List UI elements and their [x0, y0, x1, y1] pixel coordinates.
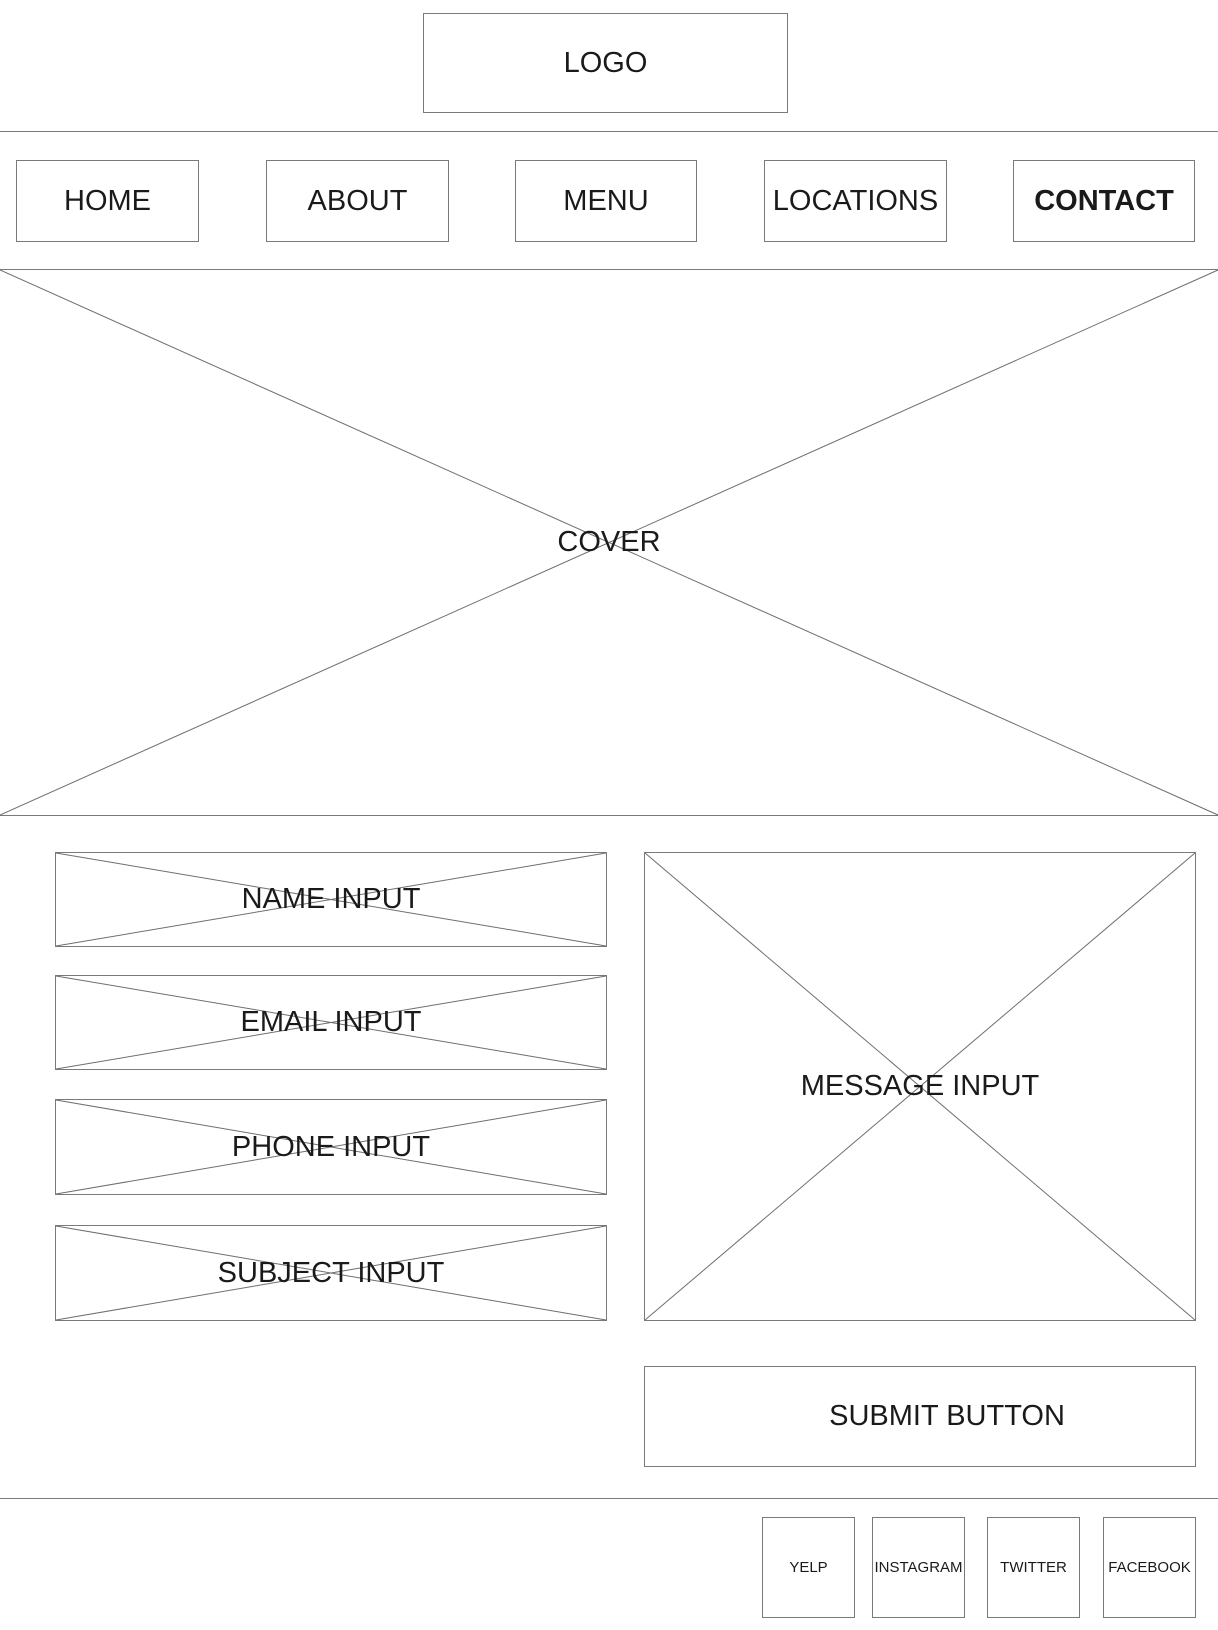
nav-item-label: ABOUT: [307, 184, 408, 217]
placeholder-cross-icon: [0, 270, 1218, 815]
social-link-facebook[interactable]: FACEBOOK: [1103, 1517, 1196, 1618]
email-input[interactable]: EMAIL INPUT: [55, 975, 607, 1070]
nav-item-menu[interactable]: MENU: [515, 160, 697, 242]
social-link-label: TWITTER: [1000, 1559, 1067, 1576]
social-link-label: YELP: [789, 1559, 828, 1576]
nav-item-about[interactable]: ABOUT: [266, 160, 449, 242]
cover-image: COVER: [0, 269, 1218, 816]
footer-divider: [0, 1498, 1218, 1499]
header-divider: [0, 131, 1218, 132]
placeholder-cross-icon: [56, 1226, 606, 1320]
nav-item-locations[interactable]: LOCATIONS: [764, 160, 947, 242]
placeholder-cross-icon: [645, 853, 1195, 1320]
social-link-instagram[interactable]: INSTAGRAM: [872, 1517, 965, 1618]
nav-item-contact[interactable]: CONTACT: [1013, 160, 1195, 242]
social-link-label: FACEBOOK: [1108, 1559, 1191, 1576]
social-link-yelp[interactable]: YELP: [762, 1517, 855, 1618]
name-input[interactable]: NAME INPUT: [55, 852, 607, 947]
nav-item-label: HOME: [64, 184, 151, 217]
logo-label: LOGO: [563, 46, 648, 79]
placeholder-cross-icon: [56, 853, 606, 946]
message-input[interactable]: MESSAGE INPUT: [644, 852, 1196, 1321]
nav-item-label: CONTACT: [1034, 184, 1174, 217]
logo[interactable]: LOGO: [423, 13, 788, 113]
placeholder-cross-icon: [56, 1100, 606, 1194]
nav-item-home[interactable]: HOME: [16, 160, 199, 242]
social-link-label: INSTAGRAM: [874, 1559, 963, 1576]
nav-item-label: LOCATIONS: [772, 184, 939, 217]
subject-input[interactable]: SUBJECT INPUT: [55, 1225, 607, 1321]
placeholder-cross-icon: [56, 976, 606, 1069]
nav-item-label: MENU: [563, 184, 649, 217]
submit-button-label: SUBMIT BUTTON: [829, 1400, 1065, 1432]
phone-input[interactable]: PHONE INPUT: [55, 1099, 607, 1195]
submit-button[interactable]: SUBMIT BUTTON: [644, 1366, 1196, 1467]
social-link-twitter[interactable]: TWITTER: [987, 1517, 1080, 1618]
